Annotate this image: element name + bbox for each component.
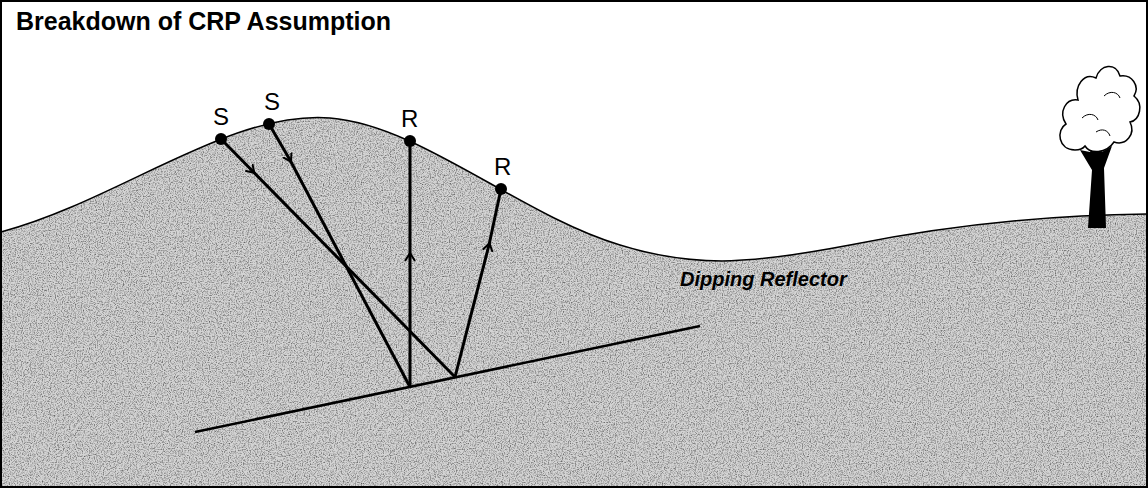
surface-line	[1, 117, 1147, 260]
tree	[1060, 66, 1140, 228]
reflector-label: Dipping Reflector	[680, 268, 847, 290]
source-dot	[215, 133, 227, 145]
point-label: S	[213, 104, 229, 130]
reflector-line	[195, 326, 700, 432]
ray	[221, 139, 455, 377]
receiver-dot	[495, 183, 507, 195]
source-dot	[263, 118, 275, 130]
point-label: R	[494, 154, 511, 180]
ray	[409, 141, 412, 387]
ray	[269, 124, 410, 387]
diagram-title: Breakdown of CRP Assumption	[16, 8, 391, 36]
point-label: R	[401, 106, 418, 132]
ray	[455, 189, 501, 377]
receiver-dot	[404, 135, 416, 147]
point-label: S	[264, 89, 280, 115]
